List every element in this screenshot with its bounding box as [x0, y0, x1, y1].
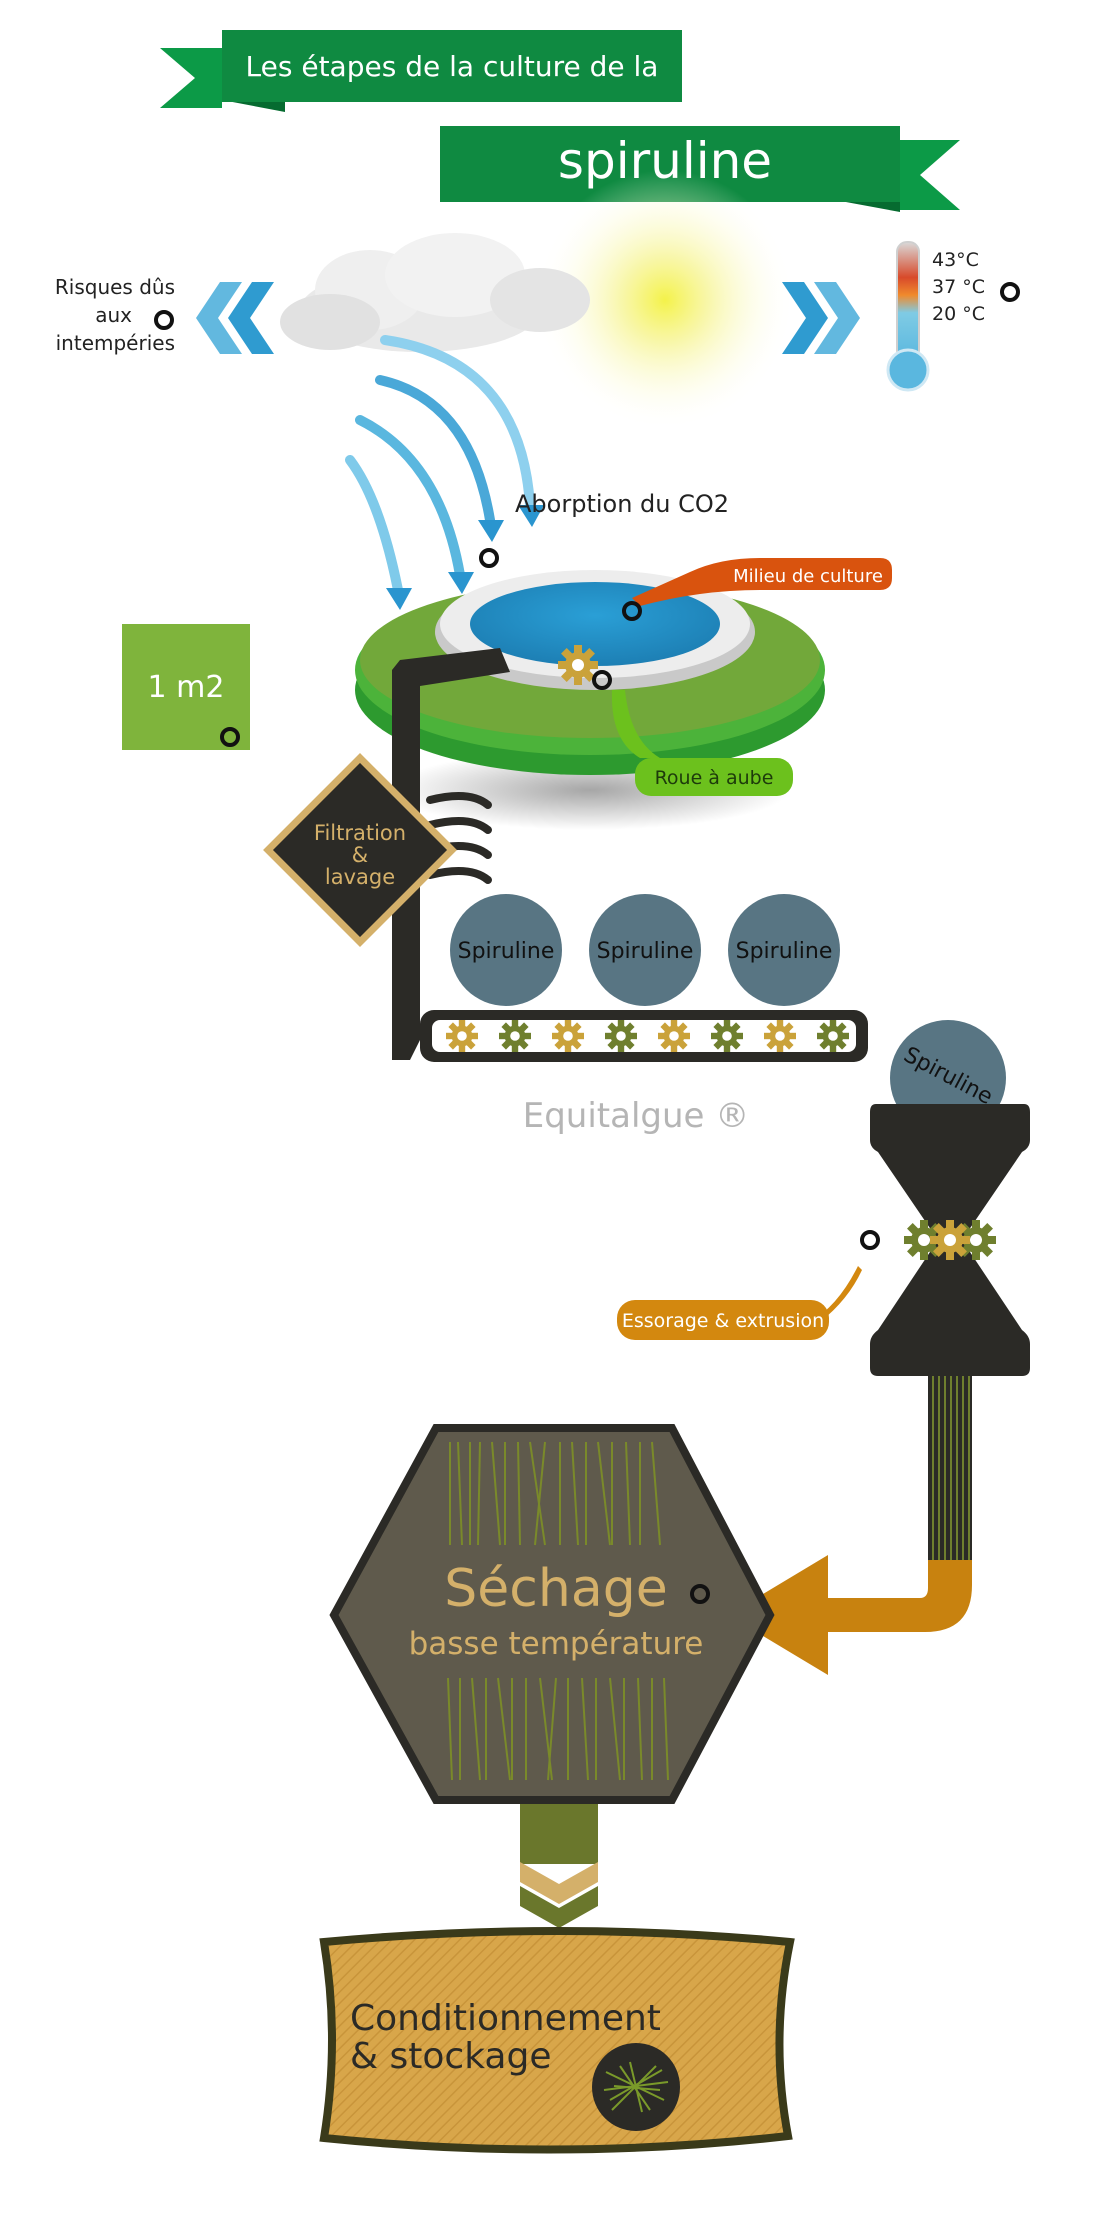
filtration-line3: lavage [325, 865, 395, 889]
ribbon-tail-right [900, 140, 960, 210]
fiber-pattern-top [449, 1441, 661, 1546]
press-gear-center-icon [930, 1220, 970, 1260]
thermometer-icon [886, 241, 930, 392]
drying-hexagon [329, 1424, 775, 1804]
hotspot-dot-risks[interactable] [154, 310, 174, 330]
temp-label-43: 43°C [932, 249, 979, 271]
conveyor-section: Spiruline Spiruline Spiruline Equitalgue… [420, 894, 868, 1136]
packaging-section: Conditionnement & stockage [319, 1927, 795, 2154]
co2-arrows-icon [345, 335, 544, 610]
conveyor-gear-icon [552, 1020, 584, 1052]
hotspot-dot-extrusion[interactable] [860, 1230, 880, 1250]
packaging-line2: & stockage [350, 2036, 551, 2077]
chevron-down-icon [520, 1862, 598, 1928]
hotspot-dot-temperature[interactable] [1000, 282, 1020, 302]
conveyor-gear-icon [711, 1020, 743, 1052]
fiber-pattern-bottom [447, 1677, 669, 1781]
extrusion-callout [617, 1300, 829, 1340]
conveyor-gear-icon [499, 1020, 531, 1052]
hotspot-dot-roue[interactable] [592, 670, 612, 690]
filtration-line2: & [352, 843, 368, 867]
milieu-callout [632, 558, 892, 606]
hotspot-dot-milieu[interactable] [622, 601, 642, 621]
connector-block [520, 1804, 598, 1864]
basin-section: Aborption du CO2 Milieu de culture Roue … [122, 335, 892, 830]
banner-title-line1: Les étapes de la culture de la [246, 50, 659, 83]
risk-label-line2: aux [95, 303, 132, 327]
sun-icon [535, 170, 795, 430]
paddle-wheel-gear-icon [558, 645, 598, 685]
drying-subtitle: basse température [409, 1626, 704, 1662]
title-banner: Les étapes de la culture de la spiruline [160, 30, 960, 212]
conveyor-gear-icon [446, 1020, 478, 1052]
brand-label: Equitalgue ® [523, 1096, 750, 1136]
hotspot-dot-drying[interactable] [690, 1584, 710, 1604]
spiruline-ball-1 [450, 894, 562, 1006]
conveyor-gear-icon [817, 1020, 849, 1052]
spiruline-ball-label-1: Spiruline [458, 939, 555, 964]
area-label: 1 m2 [148, 670, 225, 705]
roue-callout [635, 758, 793, 796]
drying-section: Séchage basse température [329, 1424, 775, 1804]
extrusion-section: Spiruline Essorage & extrusion [617, 1020, 1030, 1675]
conveyor-gear-icon [605, 1020, 637, 1052]
spiruline-ball-3 [728, 894, 840, 1006]
chevron-right-icon [782, 282, 860, 354]
filtration-section: Filtration & lavage [263, 648, 510, 1060]
temp-label-37: 37 °C [932, 276, 985, 298]
filtration-diamond [263, 753, 457, 947]
roue-label: Roue à aube [655, 767, 774, 789]
chevron-left-icon [196, 282, 274, 354]
ribbon-tail-left [160, 48, 222, 108]
spiruline-ball-2 [589, 894, 701, 1006]
arrow-left-icon [728, 1555, 828, 1675]
spiruline-ball-label-3: Spiruline [736, 939, 833, 964]
cloud-icon [280, 233, 590, 352]
feed-conduit [820, 1560, 972, 1632]
milieu-label: Milieu de culture [733, 566, 883, 587]
banner-top [222, 30, 682, 102]
packaging-line1: Conditionnement [350, 1998, 661, 2039]
extruded-strands [928, 1376, 972, 1566]
connector-section [520, 1804, 598, 1928]
risk-label-line1: Risques dûs [55, 275, 175, 299]
temp-label-20: 20 °C [932, 303, 985, 325]
extrusion-label: Essorage & extrusion [622, 1310, 824, 1332]
basin-water [470, 582, 720, 666]
spiruline-ball-label-2: Spiruline [597, 939, 694, 964]
weather-section: Risques dûs aux intempéries 43°C 37 °C 2… [55, 170, 1020, 430]
risk-label-line3: intempéries [56, 331, 175, 355]
dried-spirulina-icon [592, 2043, 680, 2131]
co2-label: Aborption du CO2 [515, 490, 729, 518]
hotspot-dot-co2[interactable] [479, 548, 499, 568]
filtration-line1: Filtration [314, 821, 406, 845]
drying-title: Séchage [444, 1559, 667, 1619]
conveyor-gear-icon [764, 1020, 796, 1052]
conveyor-gear-icon [658, 1020, 690, 1052]
hotspot-dot-area[interactable] [220, 727, 240, 747]
